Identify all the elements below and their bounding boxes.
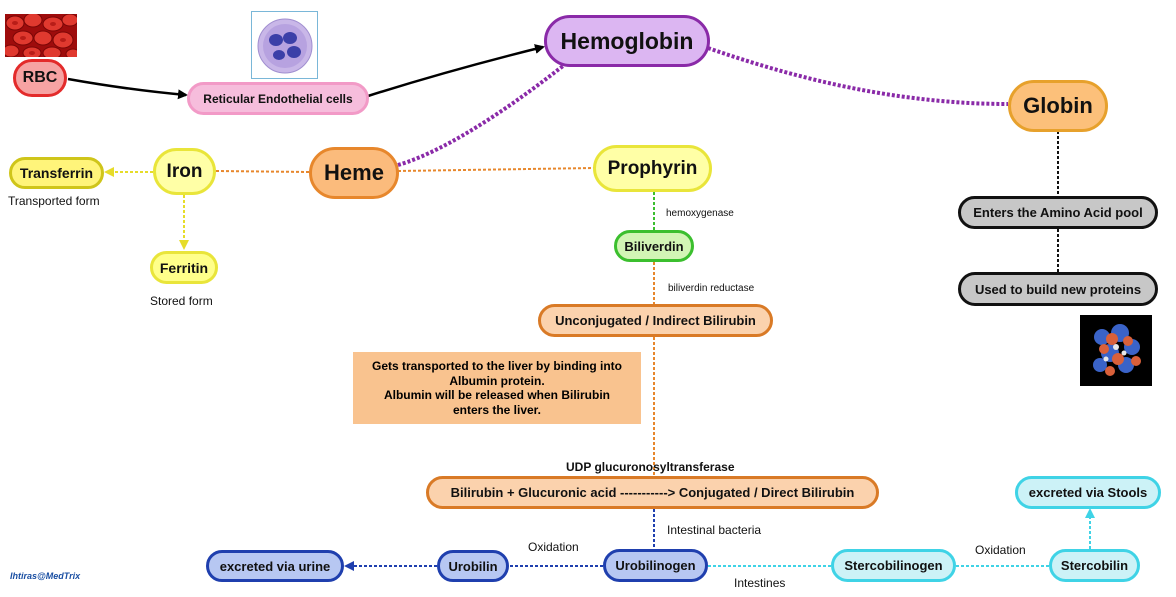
stercobilinogen-node: Stercobilinogen xyxy=(831,549,956,582)
biliverdin-reductase-label: biliverdin reductase xyxy=(668,283,755,294)
heme-prophyrin-link xyxy=(397,167,595,172)
iron-node: Iron xyxy=(153,148,216,195)
prophyrin-node: Prophyrin xyxy=(593,145,712,192)
biliverdin-node: Biliverdin xyxy=(614,230,694,262)
amino-acid-pool-node: Enters the Amino Acid pool xyxy=(958,196,1158,229)
protein-structure-image xyxy=(1080,315,1152,386)
udp-glucuronosyltransferase-label: UDP glucuronosyltransferase xyxy=(566,460,735,474)
urobilin-node: Urobilin xyxy=(437,550,509,582)
note-line-1: Gets transported to the liver by binding… xyxy=(371,359,622,373)
ret-to-hemoglobin-arrow xyxy=(367,44,545,98)
red-blood-cells-image xyxy=(5,14,77,57)
globin-node: Globin xyxy=(1008,80,1108,132)
transferrin-node: Transferrin xyxy=(9,157,104,189)
albumin-transport-note: Gets transported to the liver by binding… xyxy=(353,352,641,424)
white-blood-cell-image xyxy=(251,11,318,79)
hemoxygenase-label: hemoxygenase xyxy=(666,208,734,219)
excreted-via-urine-node: excreted via urine xyxy=(206,550,344,582)
hemoglobin-globin-link xyxy=(707,46,1009,106)
oxidation-left-label: Oxidation xyxy=(528,540,579,554)
hemoglobin-node: Hemoglobin xyxy=(544,15,710,67)
note-line-4: enters the liver. xyxy=(452,402,542,417)
rbc-to-ret-arrow xyxy=(67,77,188,100)
excreted-via-stools-node: excreted via Stools xyxy=(1015,476,1161,509)
unconjugated-bilirubin-node: Unconjugated / Indirect Bilirubin xyxy=(538,304,773,337)
watermark: Ihtiras@MedTrix xyxy=(10,571,81,581)
intestines-label: Intestines xyxy=(734,576,786,590)
conjugated-bilirubin-node: Bilirubin + Glucuronic acid ----------->… xyxy=(426,476,879,509)
stercobilin-node: Stercobilin xyxy=(1049,549,1140,582)
note-line-3: Albumin will be released when Bilirubin xyxy=(383,388,611,402)
note-line-2: Albumin protein. xyxy=(449,373,545,388)
rbc-node: RBC xyxy=(13,59,67,97)
oxidation-right-label: Oxidation xyxy=(975,543,1026,557)
urobilinogen-node: Urobilinogen xyxy=(603,549,708,582)
intestinal-bacteria-label: Intestinal bacteria xyxy=(667,523,762,537)
reticular-endothelial-cells-node: Reticular Endothelial cells xyxy=(187,82,369,115)
transported-form-label: Transported form xyxy=(8,194,100,208)
stored-form-label: Stored form xyxy=(150,294,213,308)
heme-node: Heme xyxy=(309,147,399,199)
heme-iron-link xyxy=(215,170,310,173)
build-new-proteins-node: Used to build new proteins xyxy=(958,272,1158,306)
heme-hemoglobin-link xyxy=(397,60,570,167)
ferritin-node: Ferritin xyxy=(150,251,218,284)
